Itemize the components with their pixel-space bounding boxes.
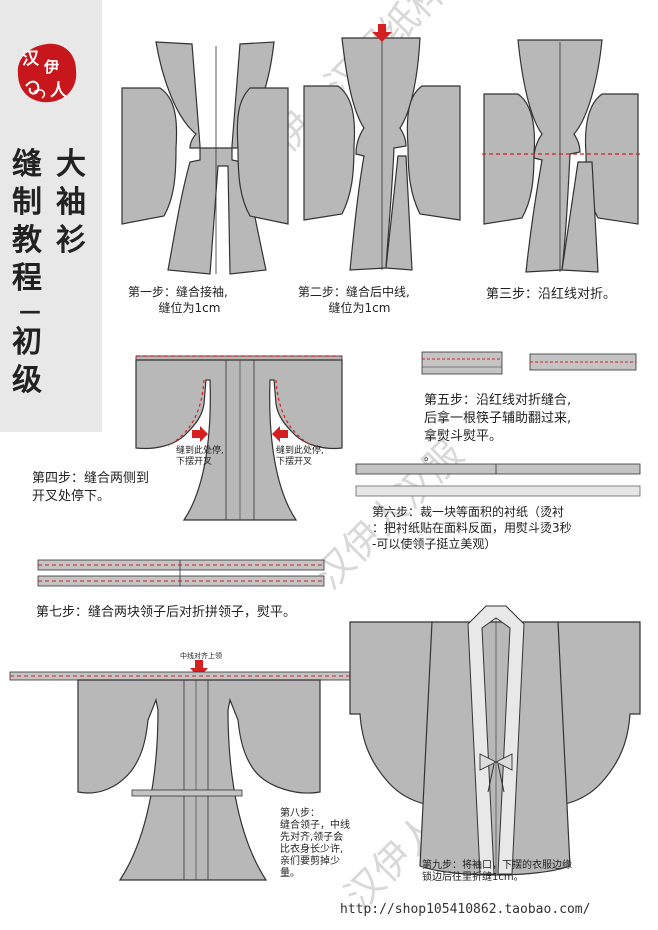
step6-caption: 第六步：裁一块等面积的衬纸（烫衬 ：把衬纸贴在面料反面，用熨斗烫3秒 -可以使领… (372, 505, 572, 551)
step1-pattern (121, 41, 289, 275)
step5-strips (421, 351, 637, 375)
step4-left-note: 缝到此处停, 下摆开叉 (176, 446, 224, 467)
title-char: 程 (12, 261, 42, 296)
title-char: 级 (12, 363, 42, 398)
logo-char-han: 汉 (22, 49, 39, 69)
step4-caption: 第四步：缝合两侧到 开叉处停下。 (32, 471, 150, 504)
title-char: 教 (12, 223, 42, 258)
title-char: 衫 (56, 223, 86, 258)
title-char: 缝 (12, 147, 42, 182)
step8-garment (9, 660, 355, 881)
step1-caption: 第一步：缝合接袖, 缝位为1cm (128, 285, 228, 315)
step8-caption: 第八步： 缝合领子，中线 先对齐,领子会 比衣身长少许, 亲们要剪掉少 量。 (280, 808, 350, 879)
title-column-right: 大 袖 衫 (56, 146, 92, 260)
step9-garment (349, 605, 641, 876)
step3-caption: 第三步：沿红线对折。 (486, 287, 617, 302)
step7-caption: 第七步：缝合两块领子后对折拼领子，熨平。 (36, 605, 297, 620)
title-char: 袖 (56, 185, 86, 220)
step6-strips (355, 463, 641, 497)
step9-caption: 第九步：将袖口，下摆的衣服边缘 锁边后往里折缝1cm。 (422, 860, 572, 883)
step8-top-note: 中线对齐上领 (180, 652, 222, 660)
step2-caption: 第二步：缝合后中线, 缝位为1cm (298, 285, 410, 315)
step2-pattern (303, 24, 461, 271)
shop-url: http://shop105410862.taobao.com/ (340, 902, 591, 917)
step4-right-note: 缝到此处停, 下摆开叉 (276, 446, 324, 467)
title-char: 初 (12, 325, 42, 360)
title-column-left: 缝 制 教 程 — 初 级 (12, 146, 48, 400)
brand-logo (17, 43, 77, 103)
logo-char-ren: 人 (50, 81, 67, 101)
step7-strips (37, 559, 325, 587)
step5-caption: 第五步：沿红线对折缝合, 后拿一根筷子辅助翻过来, 拿熨斗熨平。 (424, 393, 572, 444)
title-char: 大 (56, 147, 86, 182)
step3-pattern (482, 39, 640, 273)
step5-dot: 。 (424, 449, 437, 463)
logo-char-yi: 伊 (44, 58, 60, 76)
title-dash: — (19, 298, 41, 324)
title-char: 制 (12, 185, 42, 220)
step4-pattern (135, 355, 343, 521)
